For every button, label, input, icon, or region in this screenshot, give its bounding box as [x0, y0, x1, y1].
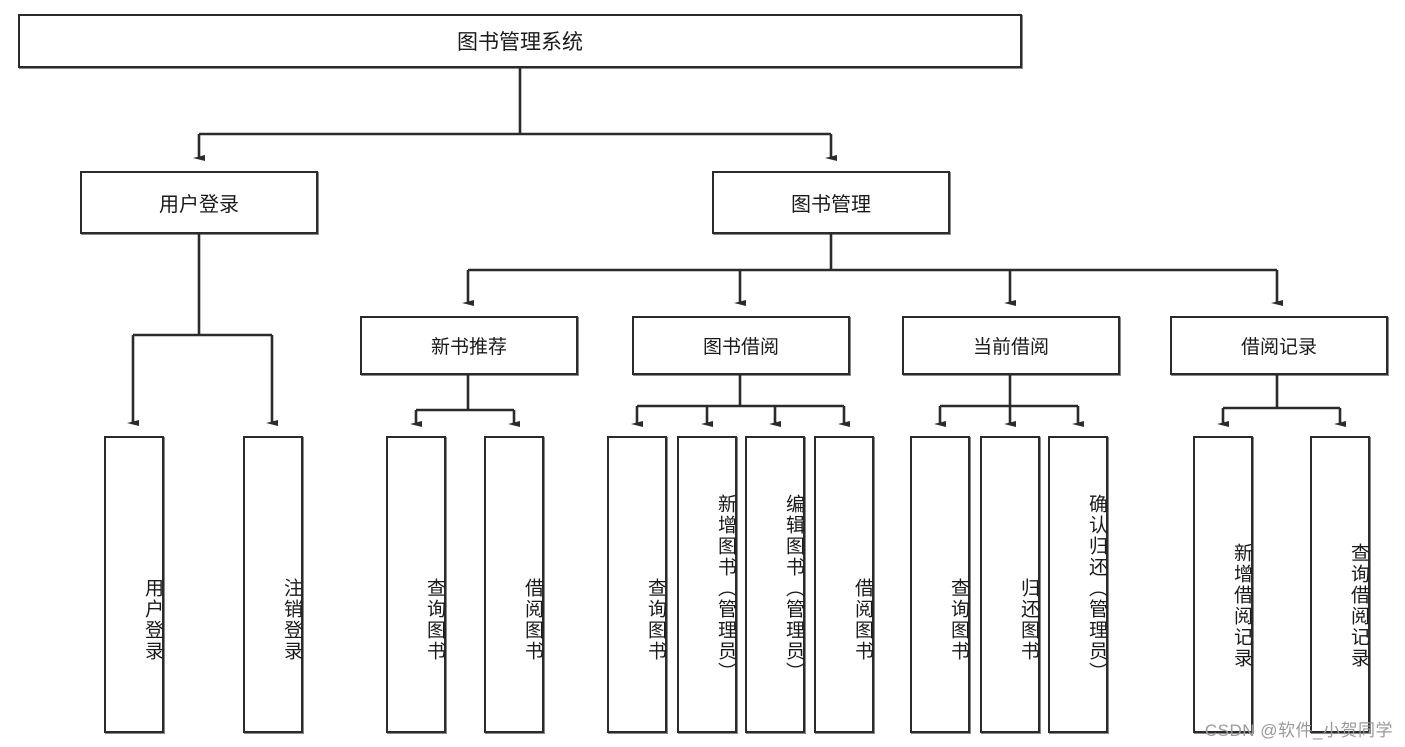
- leaf-user-login-label: 用户登录: [142, 577, 163, 662]
- csdn-watermark: CSDN @软件_小贺同学: [1204, 721, 1393, 740]
- leaf-add-borrow-record-label: 新增借阅记录: [1231, 542, 1252, 669]
- leaf-query-book-newbook-label: 查询图书: [424, 577, 445, 662]
- node-borrow-records-label: 借阅记录: [1240, 337, 1317, 358]
- leaf-query-book-borrow[interactable]: 查询图书: [607, 436, 667, 733]
- leaf-query-book-current[interactable]: 查询图书: [910, 436, 970, 733]
- leaf-add-borrow-record[interactable]: 新增借阅记录: [1193, 436, 1253, 733]
- leaf-query-book-newbook[interactable]: 查询图书: [386, 436, 446, 733]
- leaf-logout-label: 注销登录: [281, 577, 302, 662]
- leaf-query-borrow-record-label: 查询借阅记录: [1348, 542, 1369, 669]
- node-root-label: 图书管理系统: [457, 31, 583, 54]
- leaf-add-book-admin-label: 新增图书（管理员）: [715, 494, 736, 683]
- leaf-query-book-borrow-label: 查询图书: [645, 577, 666, 662]
- leaf-return-book[interactable]: 归还图书: [980, 436, 1040, 733]
- leaf-user-login[interactable]: 用户登录: [104, 436, 164, 733]
- leaf-borrow-book-label: 借阅图书: [852, 577, 873, 662]
- leaf-edit-book-admin[interactable]: 编辑图书（管理员）: [745, 436, 805, 733]
- leaf-borrow-book-newbook[interactable]: 借阅图书: [484, 436, 544, 733]
- leaf-query-book-current-label: 查询图书: [948, 577, 969, 662]
- node-book-borrow-label: 图书借阅: [702, 337, 779, 358]
- leaf-borrow-book[interactable]: 借阅图书: [814, 436, 874, 733]
- node-new-book-recommend[interactable]: 新书推荐: [360, 316, 578, 375]
- node-borrow-records[interactable]: 借阅记录: [1170, 316, 1388, 375]
- node-root[interactable]: 图书管理系统: [18, 14, 1022, 68]
- leaf-query-borrow-record[interactable]: 查询借阅记录: [1310, 436, 1370, 733]
- leaf-return-book-label: 归还图书: [1018, 577, 1039, 662]
- node-book-management-label: 图书管理: [791, 194, 871, 216]
- leaf-edit-book-admin-label: 编辑图书（管理员）: [783, 494, 804, 683]
- leaf-borrow-book-newbook-label: 借阅图书: [522, 577, 543, 662]
- leaf-logout[interactable]: 注销登录: [243, 436, 303, 733]
- node-book-management[interactable]: 图书管理: [712, 171, 950, 234]
- node-user-login-label: 用户登录: [159, 194, 239, 216]
- leaf-add-book-admin[interactable]: 新增图书（管理员）: [677, 436, 737, 733]
- node-current-borrow-label: 当前借阅: [972, 337, 1049, 358]
- node-user-login[interactable]: 用户登录: [80, 171, 318, 234]
- leaf-confirm-return-admin-label: 确认归还（管理员）: [1086, 494, 1107, 683]
- leaf-confirm-return-admin[interactable]: 确认归还（管理员）: [1048, 436, 1108, 733]
- node-current-borrow[interactable]: 当前借阅: [902, 316, 1120, 375]
- node-new-book-recommend-label: 新书推荐: [430, 337, 507, 358]
- node-book-borrow[interactable]: 图书借阅: [632, 316, 850, 375]
